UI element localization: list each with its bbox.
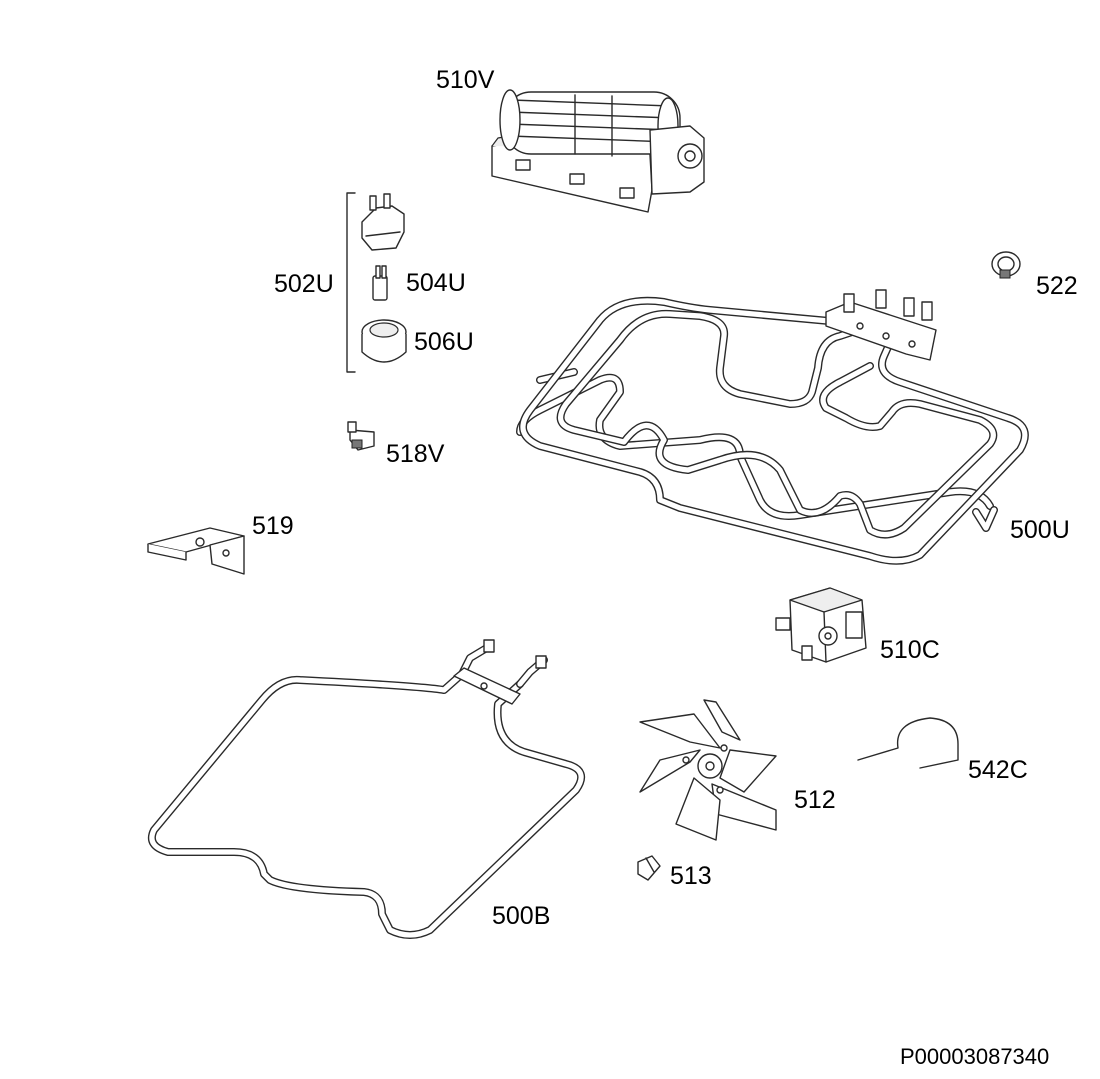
lamp-holder-502u: [361, 193, 405, 251]
wire-clip-542c: [857, 717, 959, 769]
part-label-512: 512: [794, 786, 836, 814]
clamp-522: [991, 251, 1021, 279]
fan-motor-510c: [775, 587, 867, 663]
part-label-518v: 518V: [386, 440, 445, 468]
fan-blade-512: [639, 699, 777, 841]
part-label-519: 519: [252, 512, 294, 540]
lamp-socket-504u: [372, 265, 388, 301]
thermal-fuse-518v: [347, 421, 375, 451]
lamp-cover-506u: [361, 319, 407, 363]
part-label-510c: 510C: [880, 636, 940, 664]
kit-bracket-502u: [346, 192, 356, 373]
part-label-504u: 504U: [406, 269, 466, 297]
grill-element-500u: [516, 289, 1029, 565]
part-label-500b: 500B: [492, 902, 551, 930]
part-label-502u: 502U: [274, 270, 334, 298]
nut-513: [637, 855, 661, 881]
diagram-reference-number: P00003087340: [900, 1044, 1050, 1069]
part-label-500u: 500U: [1010, 516, 1070, 544]
part-label-522: 522: [1036, 272, 1078, 300]
part-label-506u: 506U: [414, 328, 474, 356]
tangential-fan-510v: [491, 89, 705, 213]
part-label-542c: 542C: [968, 756, 1028, 784]
part-label-510v: 510V: [436, 66, 495, 94]
bracket-519: [147, 527, 245, 575]
part-label-513: 513: [670, 862, 712, 890]
bottom-element-500b: [147, 639, 586, 939]
